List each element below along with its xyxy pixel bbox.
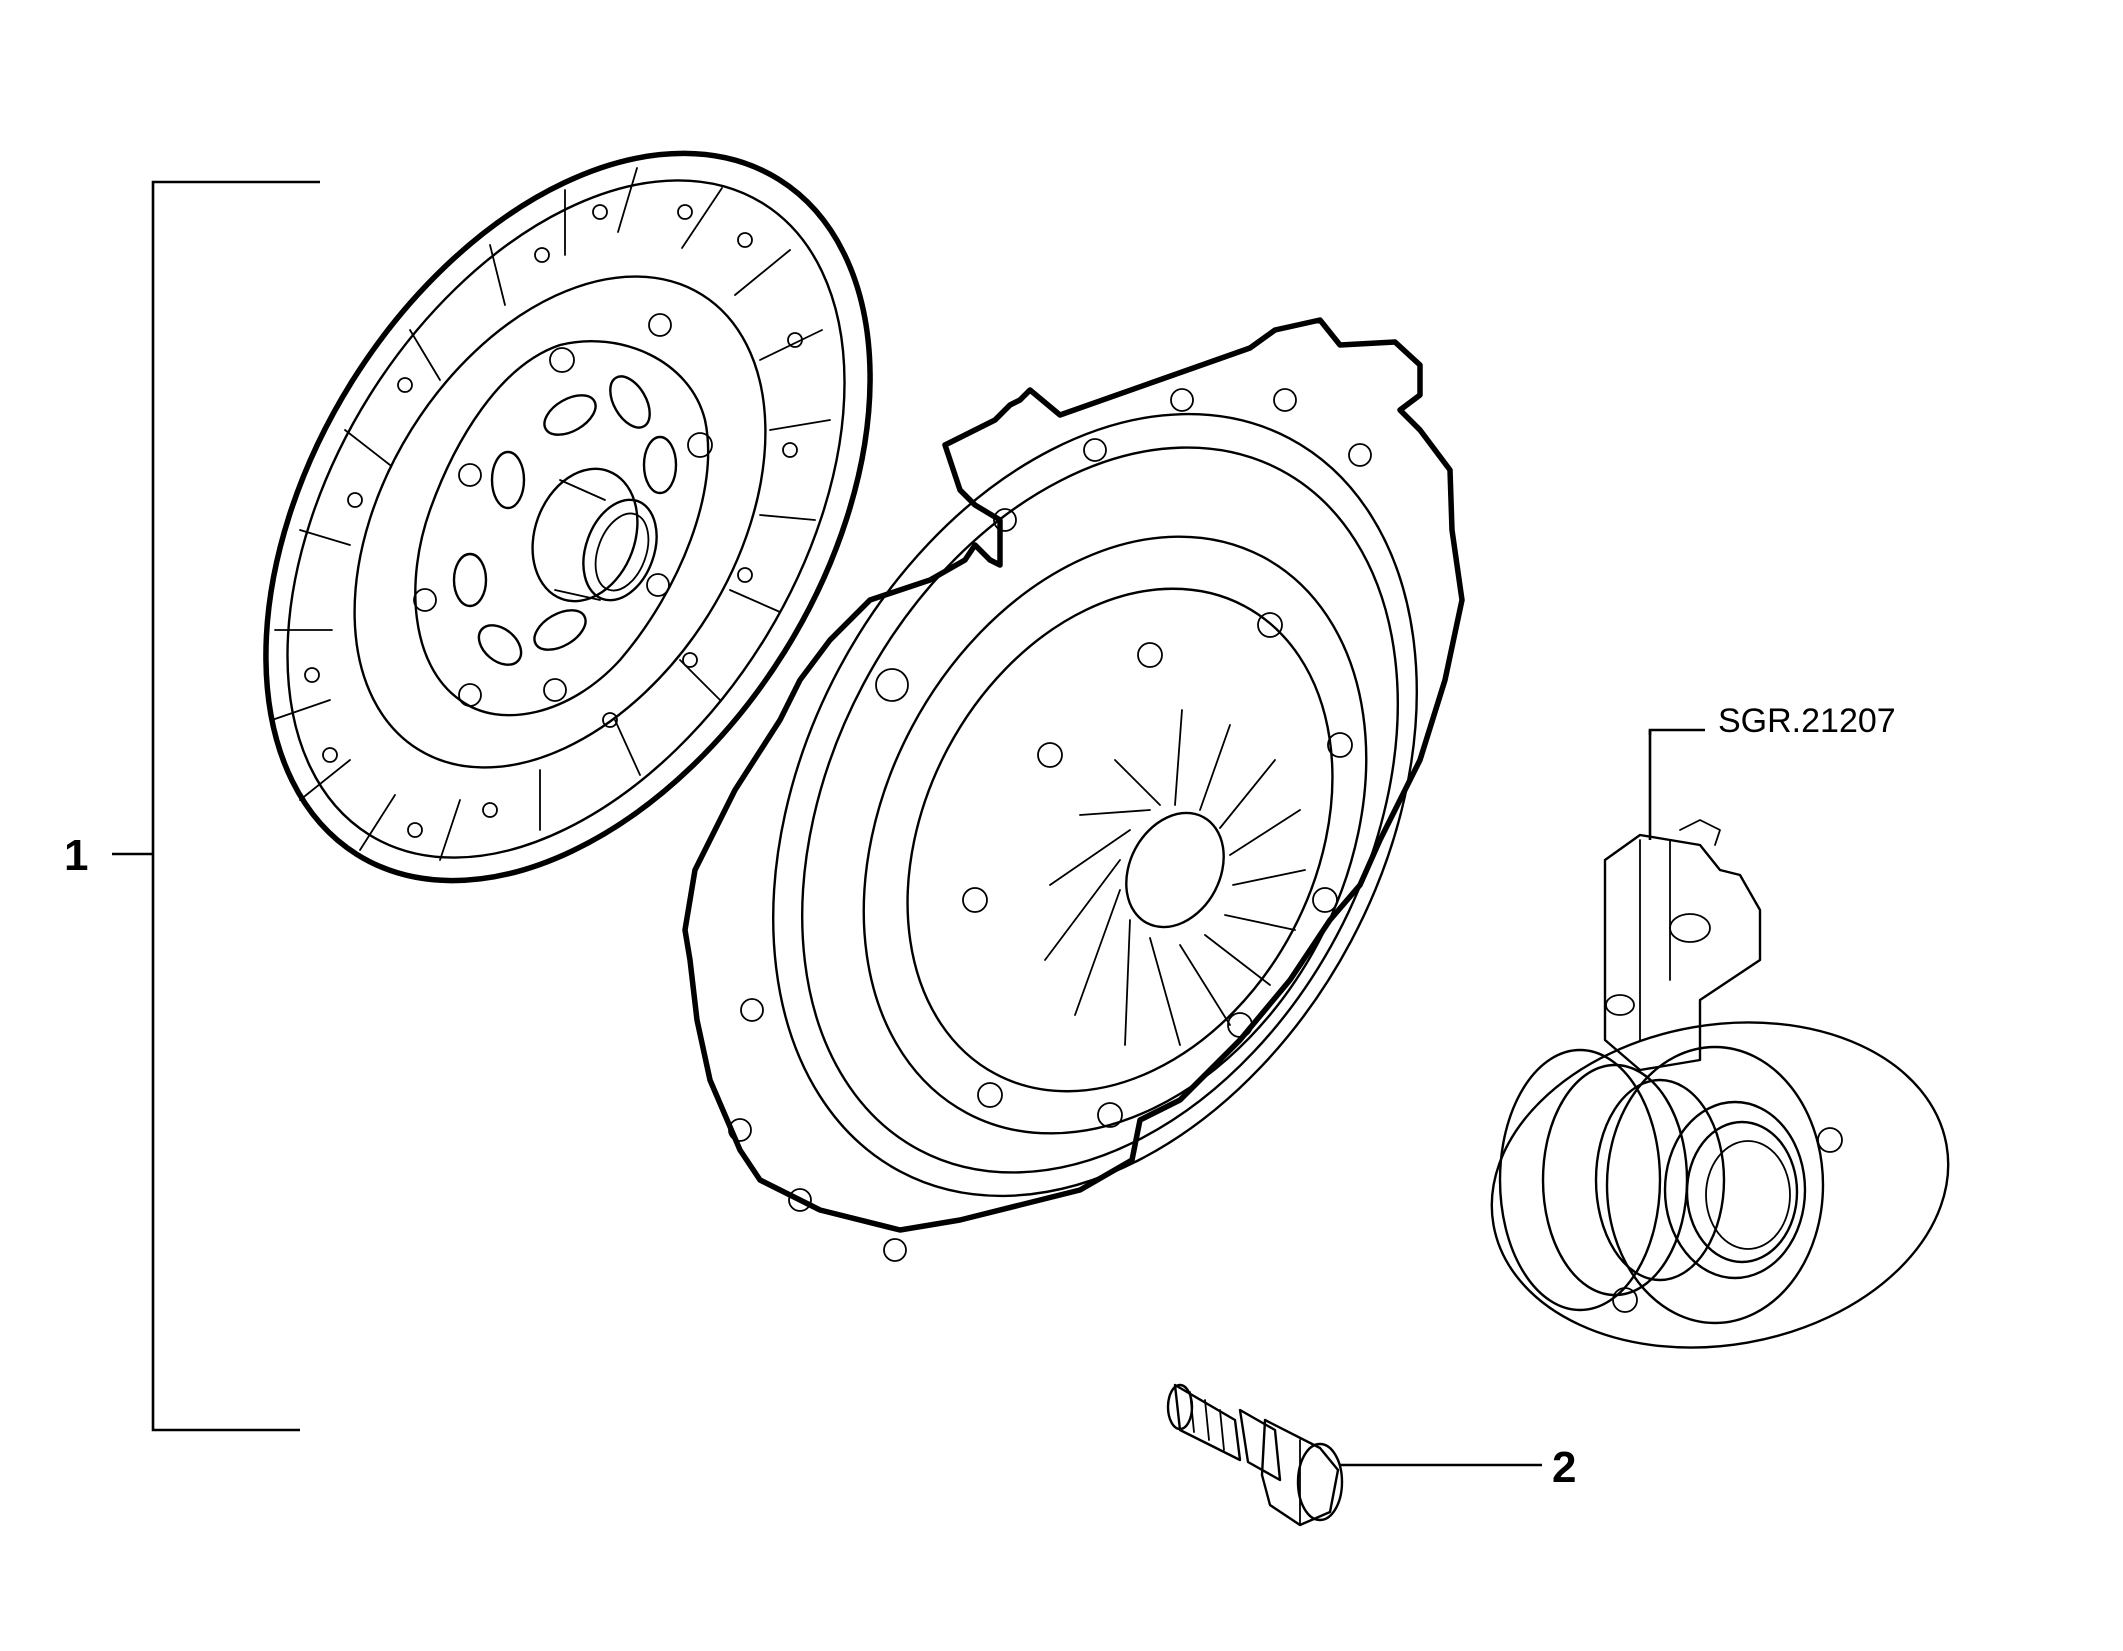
friction-rivets: [304, 204, 803, 838]
reference-code: SGR.21207: [1718, 702, 1896, 740]
callout-1: 1: [64, 831, 88, 880]
diaphragm-spring-fingers: [1044, 709, 1306, 1046]
clutch-disc: [263, 150, 873, 884]
callout-2: 2: [1552, 1443, 1576, 1492]
concentric-slave-cylinder: [1490, 819, 1950, 1349]
damper-springs: [452, 375, 678, 666]
cover-bolt-holes: [875, 612, 1353, 1128]
pressure-plate-cover: [682, 317, 1465, 1262]
hub-bolt-holes: [413, 313, 713, 707]
reference-leader: [1648, 728, 1705, 840]
item-1-bracket: [112, 180, 320, 1432]
clutch-bolt: [1166, 1383, 1542, 1527]
pressure-plate-mount-holes: [728, 388, 1372, 1262]
friction-lining-grooves: [271, 167, 831, 861]
